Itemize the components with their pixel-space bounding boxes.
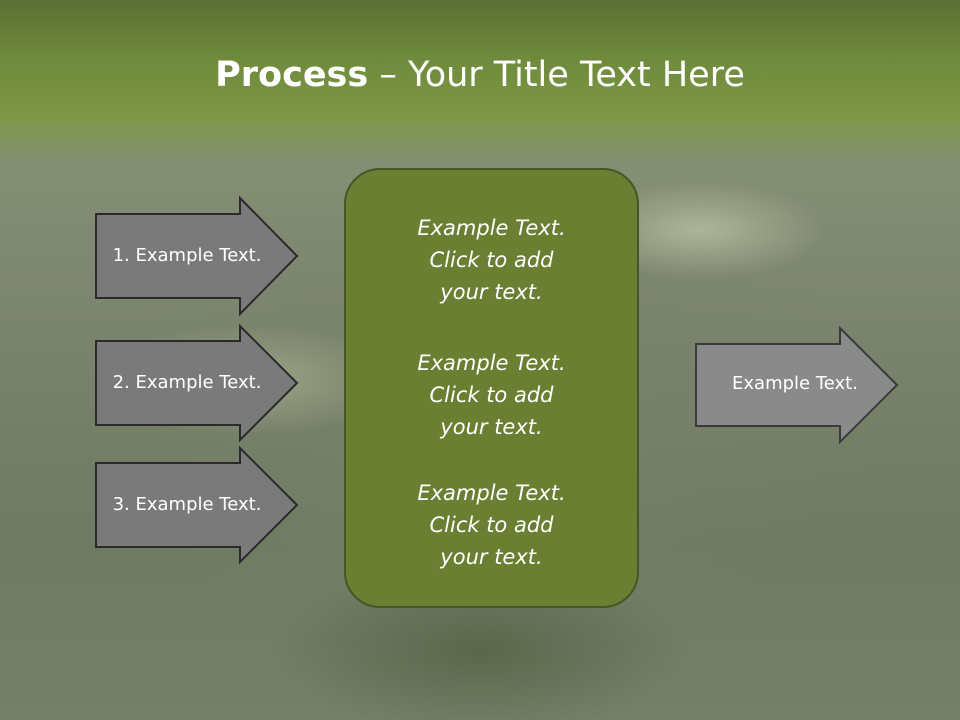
- center-block-1: Example Text. Click to add your text.: [344, 212, 639, 308]
- center-block-3-line-3: your text.: [440, 545, 543, 569]
- center-block-2-line-3: your text.: [440, 415, 543, 439]
- left-arrow-2[interactable]: [95, 323, 299, 443]
- center-block-2: Example Text. Click to add your text.: [344, 347, 639, 443]
- right-arrow-label: Example Text.: [732, 373, 858, 394]
- title-band: [0, 0, 960, 165]
- center-block-3-line-1: Example Text.: [417, 481, 566, 505]
- left-arrow-2-label: 2. Example Text.: [112, 372, 262, 393]
- center-block-3-line-2: Click to add: [429, 513, 554, 537]
- center-block-2-line-1: Example Text.: [417, 351, 566, 375]
- center-block-1-line-3: your text.: [440, 280, 543, 304]
- title-rest: – Your Title Text Here: [368, 55, 745, 95]
- slide-title[interactable]: Process – Your Title Text Here: [0, 52, 960, 98]
- title-bold: Process: [215, 55, 369, 95]
- center-block-1-line-1: Example Text.: [417, 216, 566, 240]
- center-block-2-line-2: Click to add: [429, 383, 554, 407]
- left-arrow-1[interactable]: [95, 195, 299, 317]
- left-arrow-3[interactable]: [95, 445, 299, 565]
- right-arrow[interactable]: [695, 325, 899, 445]
- left-arrow-1-label: 1. Example Text.: [112, 245, 262, 266]
- left-arrow-3-label: 3. Example Text.: [112, 494, 262, 515]
- center-block-3: Example Text. Click to add your text.: [344, 477, 639, 573]
- center-block-1-line-2: Click to add: [429, 248, 554, 272]
- center-text-box[interactable]: [344, 168, 639, 608]
